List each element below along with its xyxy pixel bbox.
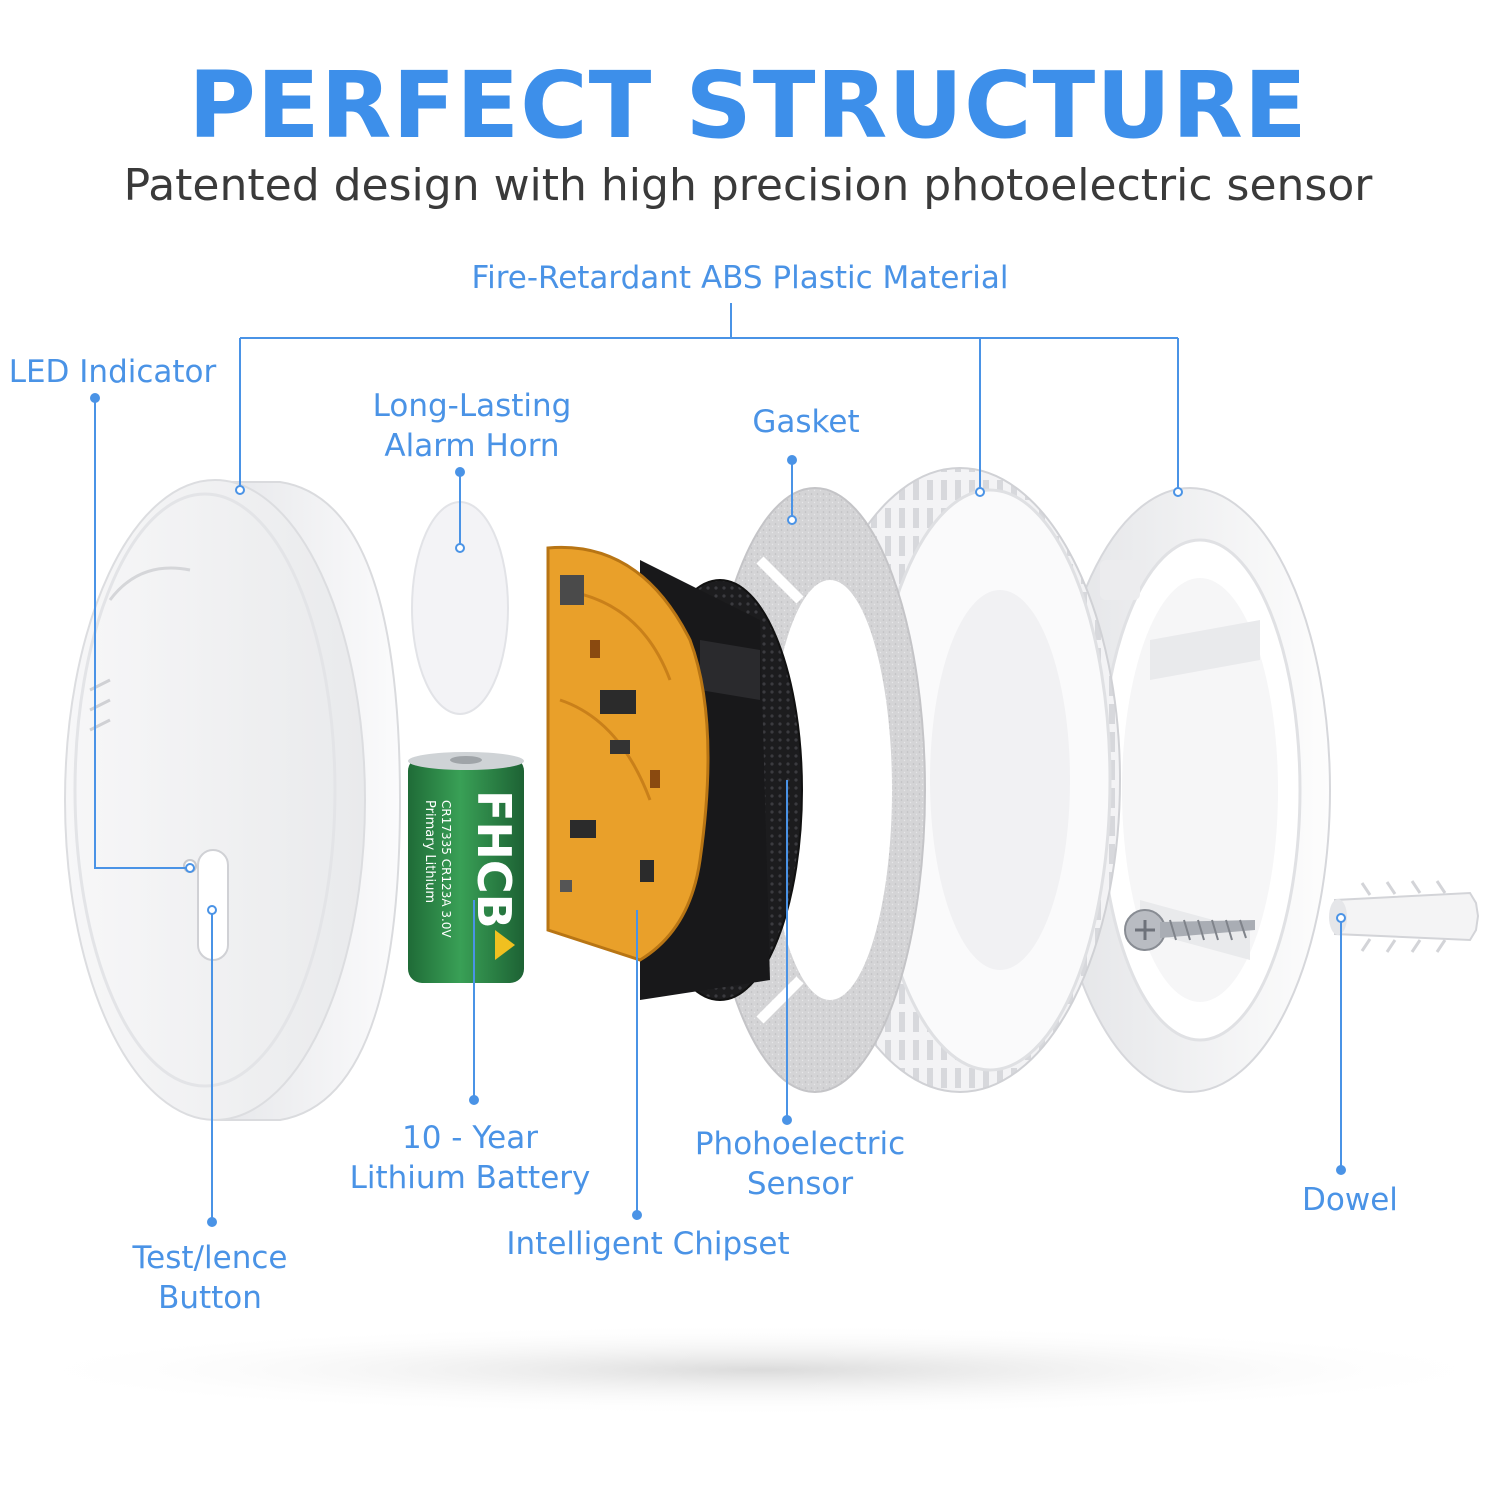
label-chipset: Intelligent Chipset [506,1226,790,1262]
dowel-part [1329,880,1480,953]
pcb-board [546,545,710,962]
page-subtitle: Patented design with high precision phot… [123,160,1373,211]
label-material: Fire-Retardant ABS Plastic Material [471,260,1009,296]
mounting-screw [1124,909,1255,951]
callout-lines [94,303,1342,1222]
label-alarm-horn: Long-Lasting Alarm Horn [332,386,612,466]
label-test-button-line2: Button [158,1280,262,1316]
label-battery-line2: Lithium Battery [349,1160,591,1196]
label-gasket: Gasket [752,404,860,440]
label-battery-line1: 10 - Year [402,1120,538,1156]
label-test-button-line1: Test/lence [132,1240,288,1276]
label-alarm-horn-line1: Long-Lasting [372,388,572,424]
front-cover [64,479,402,1121]
label-led-indicator: LED Indicator [8,354,217,390]
label-alarm-horn-line2: Alarm Horn [384,428,560,464]
label-sensor-line1: Phohoelectric [694,1126,906,1162]
battery-brand-text: FHCB [467,790,521,929]
label-dowel: Dowel [1302,1182,1398,1218]
battery-type-text: Primary Lithium [422,800,437,903]
label-sensor: Phohoelectric Sensor [660,1124,940,1204]
lithium-battery: FHCB Primary Lithium CR17335 CR123A 3.0V [408,752,524,983]
label-sensor-line2: Sensor [746,1166,854,1202]
floor-shadow [0,1324,1496,1416]
battery-model-text: CR17335 CR123A 3.0V [439,800,453,938]
page-title: PERFECT STRUCTURE [188,52,1308,159]
callout-dots [90,393,1346,1227]
label-battery: 10 - Year Lithium Battery [320,1118,620,1198]
label-test-button: Test/lence Button [90,1238,330,1318]
